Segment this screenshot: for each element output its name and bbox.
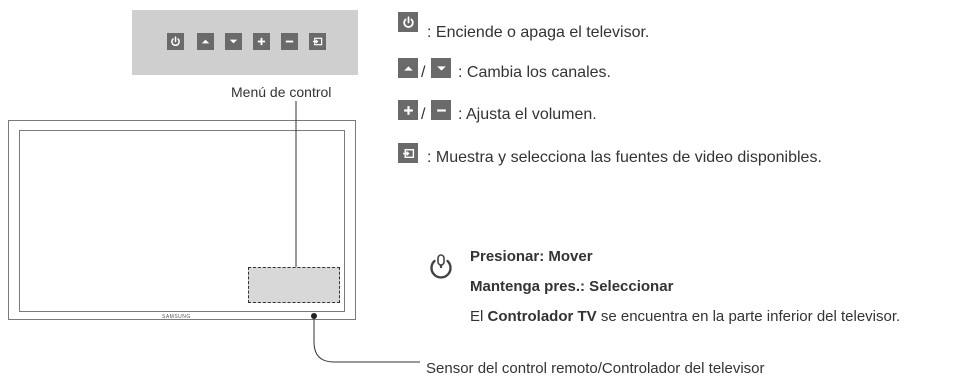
sensor-dot	[311, 313, 317, 319]
legend-up-icon	[398, 58, 418, 78]
legend-source-text: : Muestra y selecciona las fuentes de vi…	[427, 149, 822, 166]
legend-power-icon	[398, 12, 418, 32]
sensor-caption: Sensor del control remoto/Controlador de…	[426, 360, 765, 377]
plus-icon	[253, 33, 270, 50]
source-icon	[309, 33, 326, 50]
power-icon	[167, 33, 184, 50]
sensor-leader-line	[313, 319, 420, 363]
control-menu-area	[248, 267, 340, 303]
controller-note: El Controlador TV se encuentra en la par…	[470, 308, 900, 325]
brand-logo: SAMSUNG	[162, 314, 191, 320]
legend-channel-slash: /	[421, 64, 426, 81]
legend-volume-text: : Ajusta el volumen.	[458, 106, 597, 123]
legend-plus-icon	[398, 100, 418, 120]
legend-source-icon	[398, 143, 418, 163]
controller-hold-text: Mantenga pres.: Seleccionar	[470, 278, 674, 295]
legend-volume-slash: /	[421, 106, 426, 123]
legend-minus-icon	[431, 100, 451, 120]
control-menu-label: Menú de control	[231, 84, 332, 100]
chevron-up-icon	[197, 33, 214, 50]
controller-note-bold: Controlador TV	[487, 308, 597, 325]
controller-note-prefix: El	[470, 308, 488, 325]
legend-power-text: : Enciende o apaga el televisor.	[427, 24, 650, 41]
legend-down-icon	[431, 58, 451, 78]
chevron-down-icon	[225, 33, 242, 50]
controller-note-suffix: se encuentra en la parte inferior del te…	[596, 308, 901, 325]
minus-icon	[281, 33, 298, 50]
tv-controller-icon	[430, 254, 452, 279]
controller-press-text: Presionar: Mover	[470, 248, 593, 265]
control-panel	[132, 10, 358, 75]
legend-channel-text: : Cambia los canales.	[458, 64, 611, 81]
